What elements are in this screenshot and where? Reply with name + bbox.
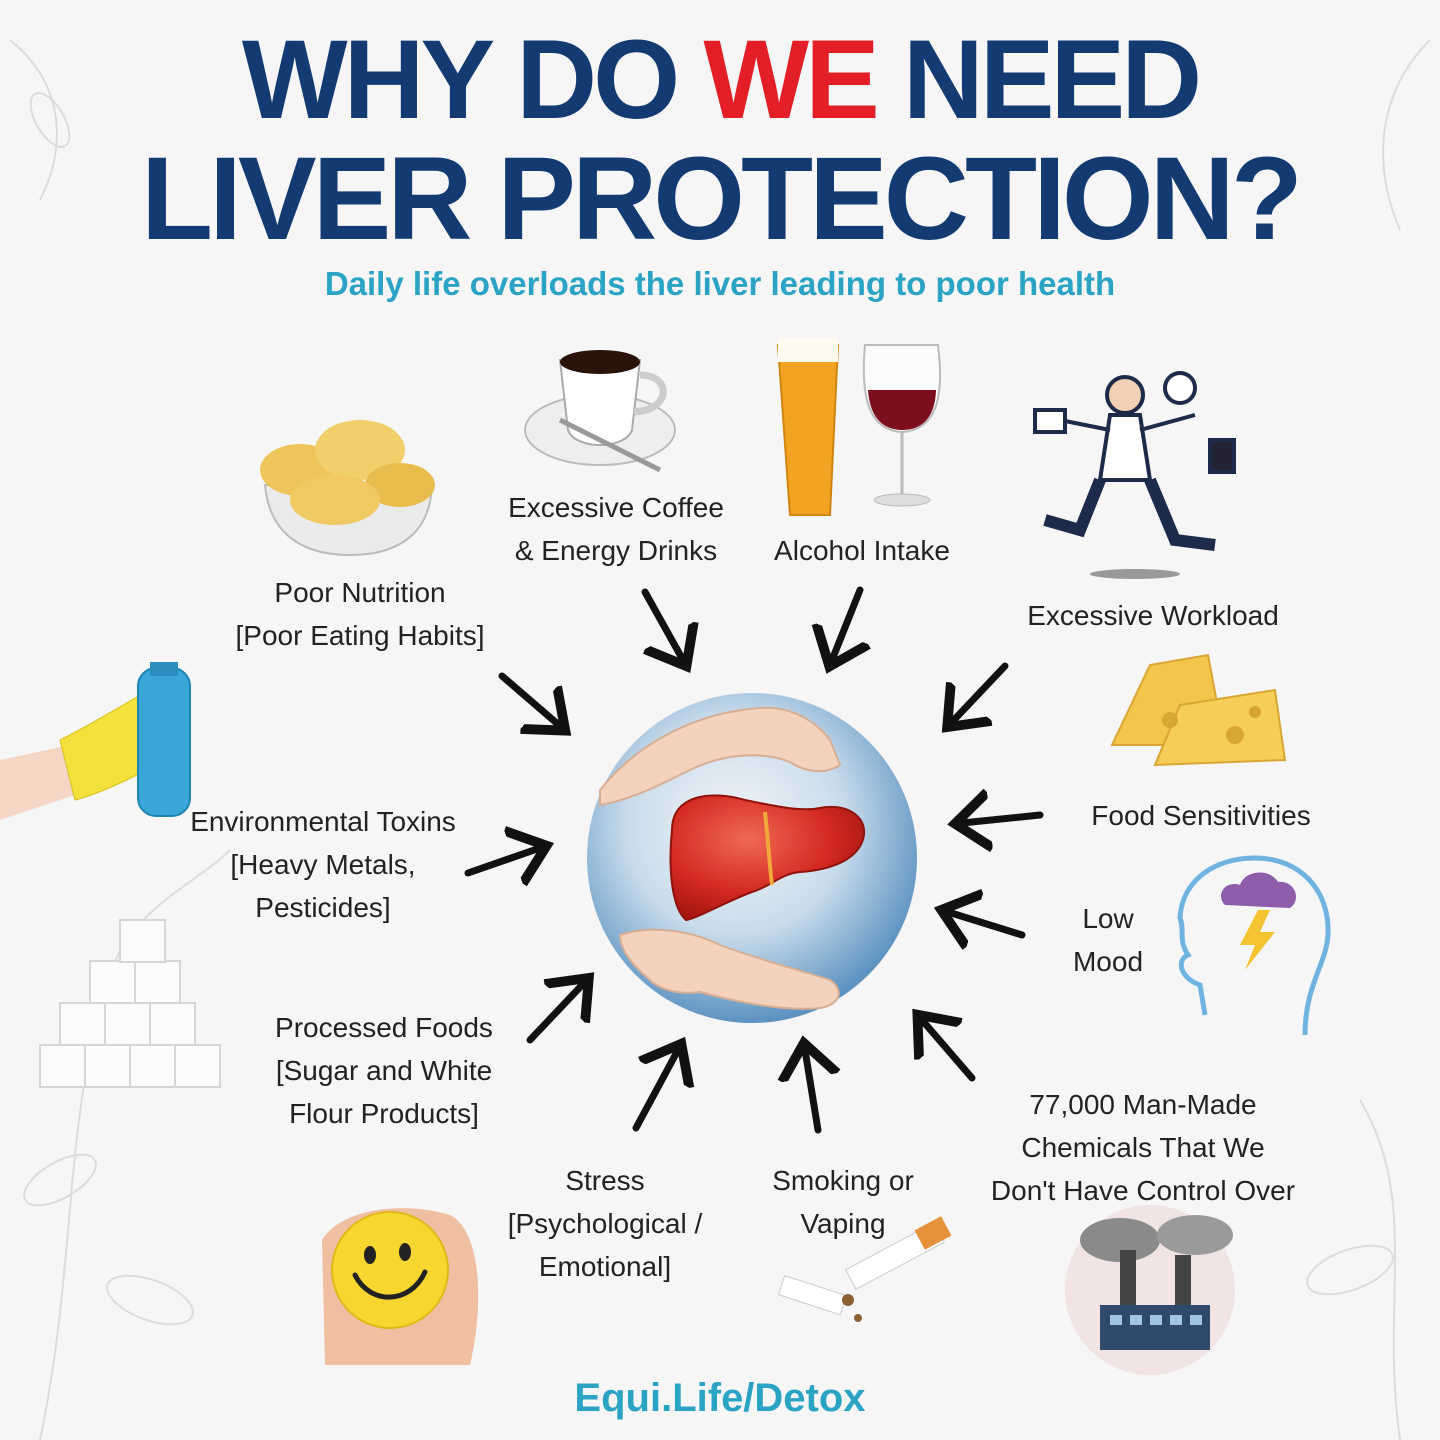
label-coffee: Excessive Coffee& Energy Drinks	[508, 492, 724, 566]
low-mood-head-icon	[1177, 855, 1331, 1036]
arrow-mood	[948, 912, 1026, 935]
label-poor-nutrition: Poor Nutrition[Poor Eating Habits]	[235, 577, 485, 651]
cheese-icon	[1110, 653, 1287, 767]
title-accent-word: WE	[703, 17, 879, 142]
arrow-nutrition	[498, 672, 560, 726]
alcohol-glasses-icon	[776, 338, 942, 516]
arrow-coffee	[641, 588, 683, 660]
label-alcohol: Alcohol Intake	[774, 535, 950, 566]
arrows	[464, 586, 1044, 1134]
lower-hand	[618, 928, 840, 1010]
chips-bowl-icon	[260, 420, 435, 557]
page-title-line-1: WHY DO WE NEED	[241, 17, 1202, 142]
label-stress: Stress[Psychological /Emotional]	[507, 1165, 703, 1282]
spray-bottle-icon	[0, 662, 191, 820]
arrow-sensitivities	[962, 815, 1044, 823]
subtitle: Daily life overloads the liver leading t…	[324, 265, 1116, 302]
arrow-alcohol	[832, 586, 860, 660]
liver-protection-illustration	[587, 693, 917, 1023]
cigarette-icon	[777, 1216, 952, 1322]
arrow-stress	[632, 1050, 678, 1132]
busy-worker-icon	[1033, 371, 1236, 579]
sugar-cubes-icon	[39, 919, 221, 1088]
arrow-processed	[526, 983, 584, 1044]
label-workload: Excessive Workload	[1027, 600, 1279, 631]
page-title-line-2: LIVER PROTECTION?	[141, 133, 1303, 265]
upper-hand	[599, 706, 842, 807]
arrow-smoking	[805, 1050, 818, 1134]
arrow-workload	[952, 662, 1009, 722]
arrow-chemicals	[922, 1020, 976, 1082]
label-environmental-toxins: Environmental Toxins[Heavy Metals,Pestic…	[190, 806, 456, 923]
stress-ball-icon	[322, 1208, 479, 1365]
arrow-toxins	[464, 848, 540, 873]
factory-pollution-icon	[1065, 1205, 1235, 1375]
label-food-sensitivities: Food Sensitivities	[1091, 800, 1311, 831]
footer-link[interactable]: Equi.Life/Detox	[574, 1376, 866, 1420]
coffee-cup-icon	[524, 350, 676, 473]
